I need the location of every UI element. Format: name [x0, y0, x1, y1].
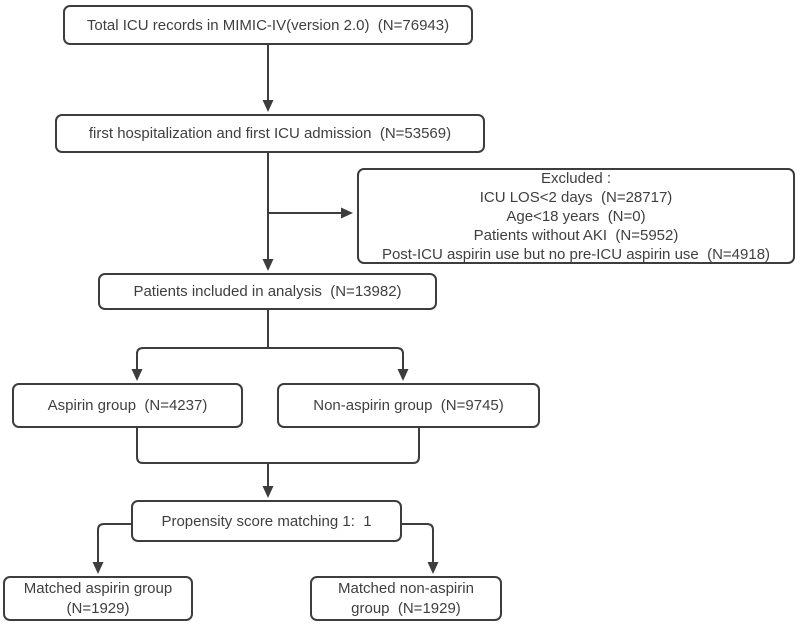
box-matched-non-aspirin-group: Matched non-aspirin group (N=1929) — [310, 576, 502, 621]
excluded-title: Excluded : — [540, 169, 612, 187]
excluded-line-icu-los: ICU LOS<2 days (N=28717) — [479, 188, 673, 206]
box-patients-included: Patients included in analysis (N=13982) — [98, 273, 437, 310]
excluded-line-age: Age<18 years (N=0) — [506, 207, 646, 225]
box-non-aspirin-group: Non-aspirin group (N=9745) — [277, 383, 540, 428]
excluded-line-no-aki: Patients without AKI (N=5952) — [473, 226, 679, 244]
box-first-admission: first hospitalization and first ICU admi… — [55, 114, 485, 153]
box-aspirin-group: Aspirin group (N=4237) — [12, 383, 243, 428]
connector-psm-left-elbow — [97, 523, 133, 550]
box-propensity-matching: Propensity score matching 1: 1 — [131, 500, 402, 542]
box-matched-aspirin-group: Matched aspirin group (N=1929) — [3, 576, 193, 621]
connector-psm-right-elbow — [400, 523, 434, 550]
box-total-icu-records: Total ICU records in MIMIC-IV(version 2.… — [63, 5, 473, 45]
connector-groups-merge — [136, 428, 420, 464]
excluded-line-post-icu-aspirin: Post-ICU aspirin use but no pre-ICU aspi… — [381, 245, 771, 263]
box-excluded: Excluded : ICU LOS<2 days (N=28717) Age<… — [357, 168, 795, 264]
connector-included-split — [136, 310, 404, 355]
